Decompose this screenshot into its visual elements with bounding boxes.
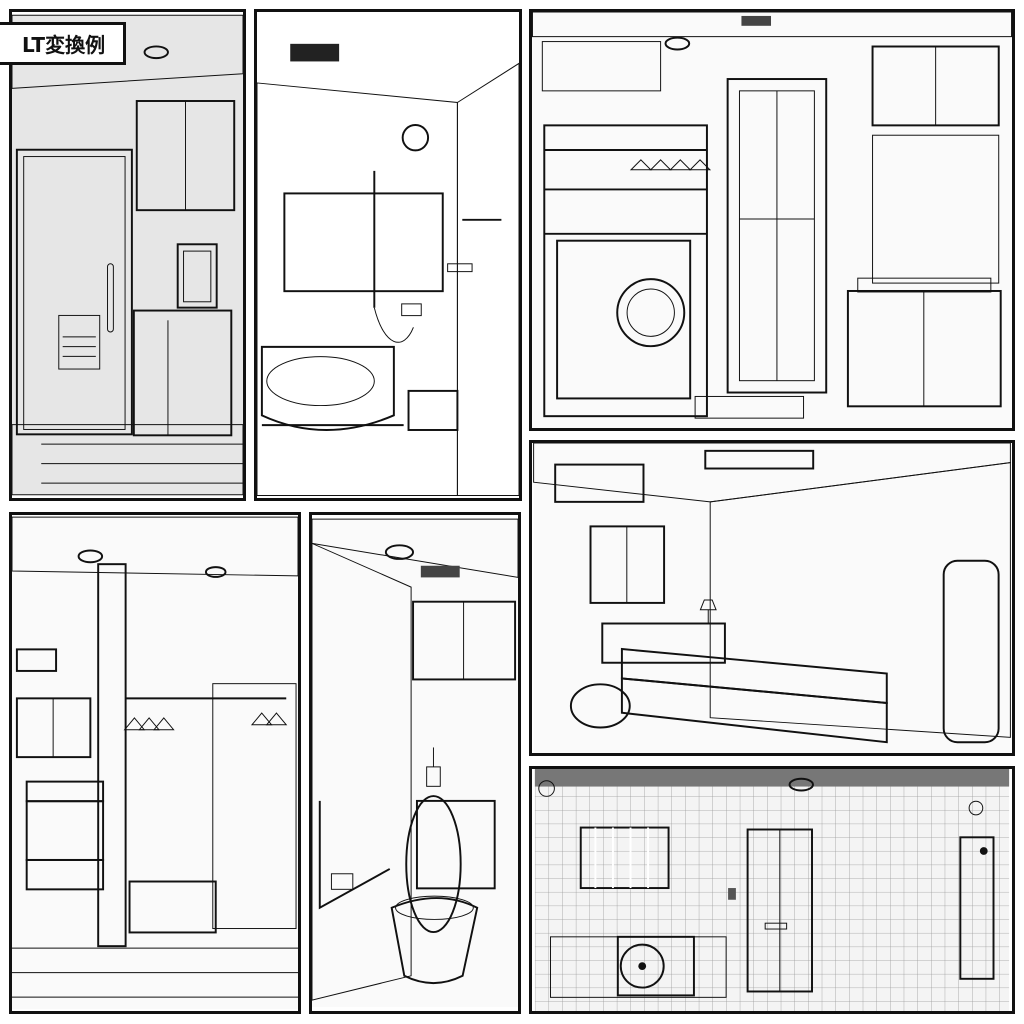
ceiling-light-icon bbox=[664, 36, 691, 51]
utility-door-icon bbox=[959, 836, 995, 980]
shower-icon bbox=[373, 170, 422, 343]
grab-bar-icon bbox=[318, 800, 391, 910]
stool-icon bbox=[407, 389, 459, 431]
air-conditioner-icon bbox=[554, 463, 645, 503]
tile-wall-icon bbox=[534, 769, 1010, 1011]
window-grille-icon bbox=[579, 826, 670, 890]
partition-wall-icon bbox=[97, 563, 127, 948]
vent-icon bbox=[420, 565, 460, 578]
ceiling-light-icon bbox=[143, 45, 169, 60]
laundry-rack-icon bbox=[543, 124, 708, 418]
ceiling-light-icon bbox=[77, 549, 104, 564]
panel-exterior bbox=[529, 766, 1015, 1014]
wall-panel-icon bbox=[942, 559, 1000, 744]
window-icon bbox=[589, 525, 666, 604]
wall-cabinet-icon bbox=[412, 600, 517, 681]
door-icon bbox=[15, 148, 133, 436]
washing-machine-icon bbox=[556, 239, 692, 400]
hangers-icon bbox=[629, 159, 712, 171]
bathroom-illustration bbox=[257, 14, 519, 496]
wall-cabinet-icon bbox=[135, 100, 236, 212]
panel-bedroom bbox=[529, 440, 1015, 756]
intercom-icon bbox=[728, 888, 736, 900]
toilet-icon bbox=[390, 795, 496, 985]
caption-label: LT変換例 bbox=[0, 22, 127, 65]
panel-bathroom bbox=[254, 9, 522, 501]
shoe-cabinet-icon bbox=[132, 309, 233, 437]
bedroom-illustration bbox=[533, 443, 1011, 753]
diffuser-icon bbox=[426, 747, 441, 787]
air-conditioner-icon bbox=[15, 648, 58, 672]
ceiling-light-icon-2 bbox=[204, 566, 227, 578]
vent-icon bbox=[290, 43, 340, 62]
exterior-illustration bbox=[534, 769, 1010, 1011]
lamp-icon bbox=[699, 599, 717, 624]
laundry-illustration bbox=[532, 12, 1012, 428]
panel-closet-room bbox=[9, 512, 301, 1014]
shelf-icon bbox=[447, 263, 473, 273]
toilet-illustration bbox=[312, 518, 518, 1007]
vanity-sink-icon bbox=[846, 277, 1002, 408]
picture-frame-icon bbox=[176, 243, 218, 309]
mirror-icon bbox=[401, 124, 430, 152]
ceiling-light-icon bbox=[788, 777, 814, 792]
hangers-icon bbox=[123, 712, 288, 731]
stool-icon bbox=[569, 683, 631, 729]
ceiling-light-icon bbox=[704, 449, 815, 470]
ceiling-light-icon bbox=[384, 544, 415, 560]
vent-icon bbox=[741, 15, 772, 26]
walk-in-closet-icon bbox=[125, 683, 297, 930]
panel-entrance bbox=[9, 9, 246, 501]
entrance-illustration bbox=[12, 14, 243, 496]
bathtub-icon bbox=[260, 345, 404, 431]
window-panel-icon bbox=[283, 192, 444, 293]
panel-laundry bbox=[529, 9, 1015, 431]
mirror-cabinet-icon bbox=[871, 45, 1000, 284]
folding-door-icon bbox=[726, 78, 828, 394]
bed-icon bbox=[601, 622, 888, 744]
bed-icon bbox=[25, 780, 105, 891]
storage-box-icon bbox=[128, 880, 217, 934]
floor-tiles-icon bbox=[12, 947, 298, 998]
panel-toilet bbox=[309, 512, 521, 1014]
closet-room-illustration bbox=[12, 516, 298, 1009]
floor-tiles-icon bbox=[41, 443, 243, 484]
bath-mat-icon bbox=[694, 395, 805, 419]
paper-holder-icon bbox=[330, 873, 354, 890]
window-icon bbox=[15, 697, 92, 759]
front-door-icon bbox=[746, 828, 813, 993]
